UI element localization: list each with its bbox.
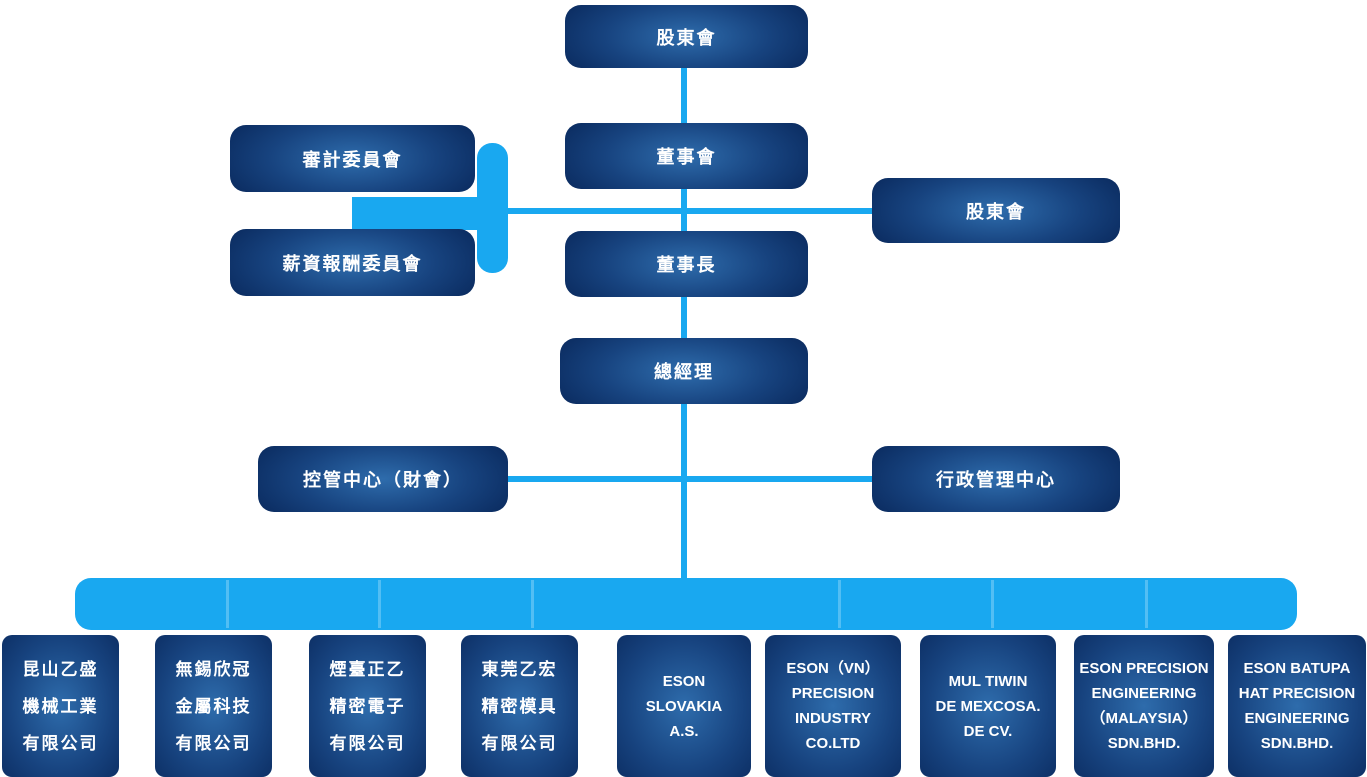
connector-committee-stub — [352, 197, 492, 230]
subsidiary-name-line: A.S. — [669, 722, 699, 740]
node-label: 行政管理中心 — [936, 470, 1056, 490]
band-seam — [1145, 580, 1148, 628]
subsidiary-name-line: ENGINEERING — [1244, 710, 1350, 727]
subsidiary-name-line: 煙臺正乙 — [329, 659, 406, 679]
subsidiary-box-slovakia: ESON SLOVAKIA A.S. — [617, 635, 751, 777]
node-shareholders-meeting: 股東會 — [565, 5, 808, 68]
subsidiary-box-yantai: 煙臺正乙 精密電子 有限公司 — [309, 635, 426, 777]
subsidiary-name-line: 昆山乙盛 — [22, 659, 99, 679]
subsidiary-name-line: 有限公司 — [175, 733, 252, 753]
subsidiary-name-line: ESON BATUPA — [1243, 660, 1351, 677]
subsidiary-name-line: DE CV. — [963, 722, 1013, 740]
node-board-of-directors: 董事會 — [565, 123, 808, 189]
node-label: 薪資報酬委員會 — [282, 253, 423, 274]
node-label: 董事會 — [656, 147, 717, 167]
band-seam — [991, 580, 994, 628]
subsidiary-name-line: （MALAYSIA） — [1090, 710, 1198, 727]
node-label: 總經理 — [654, 362, 714, 382]
subsidiary-name-line: 精密電子 — [329, 696, 406, 716]
subsidiary-name-line: SDN.BHD. — [1107, 735, 1181, 752]
subsidiary-name-line: DE MEXCOSA. — [935, 697, 1041, 715]
node-control-center: 控管中心（財會） — [258, 446, 508, 512]
subsidiary-name-line: 無錫欣冠 — [175, 659, 252, 679]
node-admin-center: 行政管理中心 — [872, 446, 1120, 512]
node-chairman: 董事長 — [565, 231, 808, 297]
connector-centers-row-horizontal — [505, 476, 872, 482]
connector-subsidiaries-band — [75, 578, 1297, 630]
subsidiary-name-line: CO.LTD — [805, 735, 861, 752]
subsidiary-name-line: 機械工業 — [22, 696, 99, 716]
subsidiary-name-line: PRECISION — [791, 685, 875, 702]
subsidiary-name-line: SLOVAKIA — [645, 697, 723, 715]
node-compensation-committee: 薪資報酬委員會 — [230, 229, 475, 296]
node-label: 股東會 — [656, 27, 717, 48]
subsidiary-name-line: 東莞乙宏 — [481, 659, 558, 679]
band-seam — [531, 580, 534, 628]
subsidiary-name-line: 精密模具 — [481, 696, 558, 716]
band-seam — [838, 580, 841, 628]
subsidiary-box-dongguan: 東莞乙宏 精密模具 有限公司 — [461, 635, 578, 777]
subsidiary-name-line: INDUSTRY — [794, 710, 872, 727]
subsidiary-name-line: ESON PRECISION — [1079, 660, 1209, 677]
connector-committee-bracket — [477, 143, 508, 273]
node-audit-committee: 審計委員會 — [230, 125, 475, 192]
subsidiary-box-kunshan: 昆山乙盛 機械工業 有限公司 — [2, 635, 119, 777]
subsidiary-name-line: SDN.BHD. — [1260, 735, 1334, 752]
subsidiary-box-batu-pahat: ESON BATUPA HAT PRECISION ENGINEERING SD… — [1228, 635, 1366, 777]
subsidiary-name-line: ESON — [662, 672, 706, 690]
subsidiary-name-line: 有限公司 — [481, 733, 558, 753]
subsidiary-name-line: 金屬科技 — [175, 696, 252, 716]
connector-committee-row-horizontal — [500, 208, 872, 214]
node-label: 董事長 — [656, 255, 717, 275]
node-label: 控管中心（財會） — [303, 470, 463, 490]
subsidiary-name-line: 有限公司 — [22, 733, 99, 753]
node-label: 審計委員會 — [302, 149, 403, 170]
subsidiary-name-line: ESON（VN） — [786, 660, 880, 677]
subsidiary-name-line: ENGINEERING — [1091, 685, 1197, 702]
subsidiary-box-vietnam: ESON（VN） PRECISION INDUSTRY CO.LTD — [765, 635, 901, 777]
subsidiary-box-wuxi: 無錫欣冠 金屬科技 有限公司 — [155, 635, 272, 777]
band-seam — [226, 580, 229, 628]
subsidiary-box-malaysia: ESON PRECISION ENGINEERING （MALAYSIA） SD… — [1074, 635, 1214, 777]
connector-center-vertical — [681, 60, 687, 582]
subsidiary-name-line: 有限公司 — [329, 733, 406, 753]
node-general-manager: 總經理 — [560, 338, 808, 404]
subsidiary-name-line: HAT PRECISION — [1238, 685, 1356, 702]
subsidiary-name-line: MUL TIWIN — [948, 672, 1028, 690]
subsidiary-box-mexico: MUL TIWIN DE MEXCOSA. DE CV. — [920, 635, 1056, 777]
band-seam — [378, 580, 381, 628]
node-label: 股東會 — [966, 201, 1026, 222]
node-right-office: 股東會 — [872, 178, 1120, 243]
